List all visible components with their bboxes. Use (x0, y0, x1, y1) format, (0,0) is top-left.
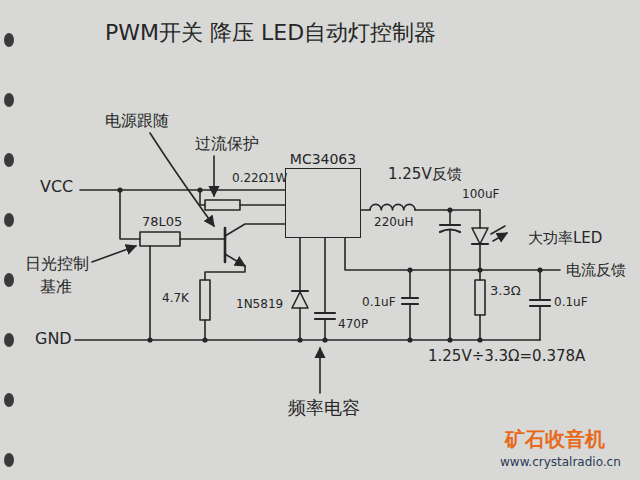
part-value: 0.1uF (362, 296, 396, 310)
wire (240, 204, 285, 206)
light-arrow (491, 226, 507, 241)
leader-line (213, 156, 215, 196)
binding-hole (4, 153, 14, 167)
junction-dot (197, 187, 202, 192)
binding-hole (4, 273, 14, 287)
chip-body (285, 168, 361, 238)
formula: 1.25V÷3.3Ω=0.378A (428, 348, 585, 365)
note: 电源跟随 (105, 112, 169, 130)
watermark: 矿石收音机 (505, 428, 605, 451)
junction-dot (117, 187, 122, 192)
note: 日光控制 (25, 255, 89, 273)
part-value: 0.22Ω1W (232, 172, 287, 186)
binding-hole (4, 333, 14, 347)
part-value: 0.1uF (554, 296, 588, 310)
binding-hole (4, 93, 14, 107)
transistor-collector (225, 224, 285, 236)
wire (479, 315, 481, 340)
wire (180, 238, 225, 240)
junction-dot (477, 337, 482, 342)
wire (539, 270, 541, 300)
binding-hole (4, 213, 14, 227)
led-symbol (472, 228, 488, 244)
junction-dot (537, 267, 542, 272)
note: 1.25V反馈 (388, 166, 462, 183)
chip-node: MC34063 (285, 150, 361, 238)
signal-name: VCC (40, 178, 73, 196)
resistor-symbol (205, 200, 240, 210)
part-name: 1N5819 (236, 298, 283, 312)
note: 过流保护 (195, 135, 259, 153)
capacitor-symbol (530, 300, 550, 306)
part-value: 470P (338, 318, 368, 332)
junction-dot (297, 337, 302, 342)
binding-hole (4, 33, 14, 47)
wire (120, 190, 140, 239)
capacitor-symbol (315, 313, 335, 319)
wire (449, 230, 451, 340)
chip-label: MC34063 (290, 150, 356, 168)
part-name: 78L05 (142, 215, 182, 230)
transistor-base (224, 228, 227, 262)
note: 基准 (40, 278, 72, 296)
resistor-symbol (475, 280, 485, 315)
junction-dot (322, 337, 327, 342)
vcc-rail (80, 189, 285, 191)
wire (299, 238, 301, 292)
regulator-symbol (140, 232, 180, 246)
diode-bar (292, 290, 308, 292)
junctions (117, 187, 542, 342)
wire (539, 306, 541, 340)
wire (204, 320, 206, 340)
junction-dot (147, 337, 152, 342)
resistor-symbol (200, 280, 210, 320)
binding-hole (4, 453, 14, 467)
note: 电流反馈 (566, 262, 626, 279)
part-name: 大功率LED (528, 230, 602, 247)
wire (479, 210, 481, 228)
junction-dot (447, 337, 452, 342)
signal-name: GND (35, 330, 72, 348)
leader-line (319, 348, 321, 393)
diode-symbol (292, 292, 308, 308)
wire (205, 266, 245, 280)
feedback-wire (345, 238, 560, 270)
inductor-symbol (370, 204, 415, 210)
transistor-emitter (225, 254, 245, 266)
binding-holes (4, 33, 14, 467)
gnd-rail (75, 339, 540, 341)
wire (149, 246, 151, 340)
junction-dot (477, 267, 482, 272)
note: 频率电容 (288, 398, 360, 419)
part-value: 100uF (462, 188, 499, 202)
capacitor-symbol (402, 298, 418, 304)
wire (409, 304, 411, 340)
part-value: 4.7K (162, 292, 189, 306)
watermark: www.crystalradio.cn (500, 456, 621, 470)
junction-dot (407, 267, 412, 272)
wire (299, 308, 301, 340)
binding-hole (4, 393, 14, 407)
part-value: 220uH (374, 216, 414, 230)
leader-line (92, 246, 136, 262)
junction-dot (447, 207, 452, 212)
junction-dot (202, 337, 207, 342)
wire (324, 238, 326, 313)
part-value: 3.3Ω (490, 284, 521, 299)
wire (479, 244, 481, 280)
wire (361, 209, 370, 211)
wire (324, 319, 326, 340)
wire (409, 270, 411, 298)
junction-dot (407, 337, 412, 342)
title: PWM开关 降压 LED自动灯控制器 (105, 20, 436, 45)
